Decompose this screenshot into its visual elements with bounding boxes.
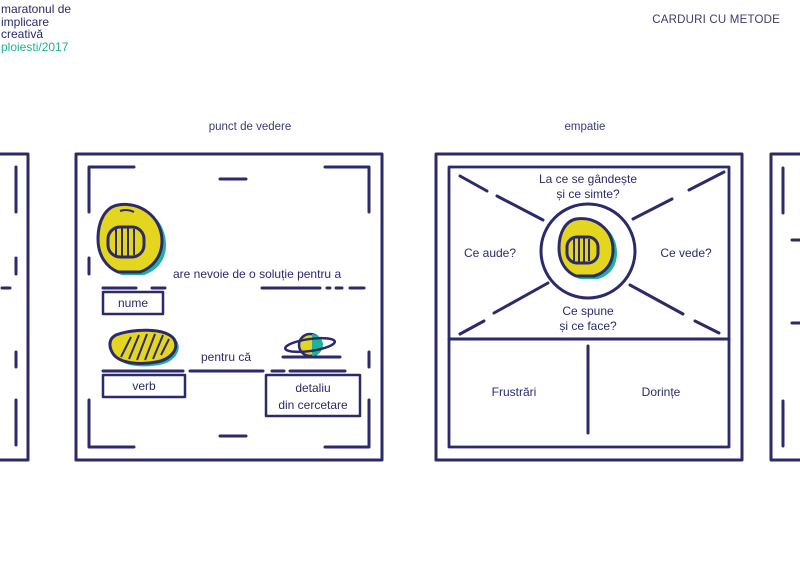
see-label: Ce vede?: [660, 246, 712, 260]
detail-label-line1: detaliu: [295, 381, 330, 395]
hear-label: Ce aude?: [464, 246, 516, 260]
because-text: pentru că: [201, 350, 251, 364]
think-feel-line1: La ce se gândește: [539, 172, 637, 186]
right-partial-card: [769, 152, 800, 462]
name-box: [101, 290, 165, 316]
planet-icon: [283, 332, 337, 358]
say-do-line2: și ce face?: [559, 319, 617, 333]
say-do-line1: Ce spune: [562, 304, 614, 318]
brand-location-year: ploiesti/2017: [1, 39, 69, 54]
pov-card: [74, 152, 384, 462]
frustrations-label: Frustrări: [492, 385, 537, 399]
visor-icon: [108, 328, 179, 367]
empathy-card-caption: empatie: [564, 121, 606, 133]
brand-logo: maratonul de implicare creativă ploiesti…: [1, 3, 71, 53]
pov-card-caption: punct de vedere: [208, 121, 292, 133]
brand-line: creativă: [1, 27, 44, 41]
page-title: CARDURI CU METODE: [652, 14, 780, 26]
verb-box: [101, 373, 187, 399]
think-feel-line2: și ce simte?: [556, 187, 620, 201]
name-label: nume: [118, 296, 148, 310]
brand-line: maratonul de: [1, 2, 72, 16]
detail-box: [264, 373, 362, 418]
needs-solution-text: are nevoie de o soluție pentru a: [173, 267, 341, 281]
verb-label: verb: [132, 379, 156, 393]
astronaut-helmet-icon: [96, 202, 166, 275]
astronaut-helmet-icon: [557, 217, 617, 279]
empathy-card: [434, 152, 744, 462]
left-partial-card: [0, 152, 30, 462]
brand-line: implicare: [1, 14, 50, 29]
detail-label-line2: din cercetare: [278, 398, 348, 412]
desires-label: Dorințe: [642, 385, 681, 399]
